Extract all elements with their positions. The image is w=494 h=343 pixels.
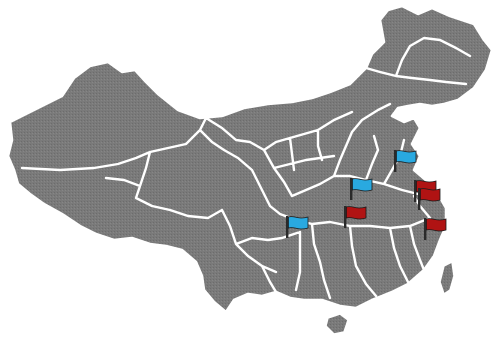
flag-pole	[418, 188, 421, 210]
marker-layer	[286, 150, 447, 240]
flag-pole	[350, 178, 353, 200]
flag-blue-icon	[286, 216, 309, 238]
flag-pole	[344, 206, 347, 228]
flag-red-icon	[424, 218, 447, 240]
flag-red-icon	[418, 188, 441, 210]
flag-pole	[394, 150, 397, 172]
flag-cloth	[426, 218, 447, 232]
taiwan-island	[439, 260, 455, 296]
flag-cloth	[288, 216, 309, 230]
flag-blue-icon	[394, 150, 417, 172]
flag-cloth	[346, 206, 367, 220]
flag-blue-icon	[350, 178, 373, 200]
mainland-outline	[6, 4, 494, 314]
flag-cloth	[420, 188, 441, 202]
flag-pole	[414, 180, 417, 202]
flag-pole	[424, 218, 427, 240]
flag-pole	[286, 216, 289, 238]
flag-red-icon	[344, 206, 367, 228]
flag-cloth	[352, 178, 373, 192]
flag-cloth	[396, 150, 417, 164]
hainan-island	[325, 313, 349, 335]
